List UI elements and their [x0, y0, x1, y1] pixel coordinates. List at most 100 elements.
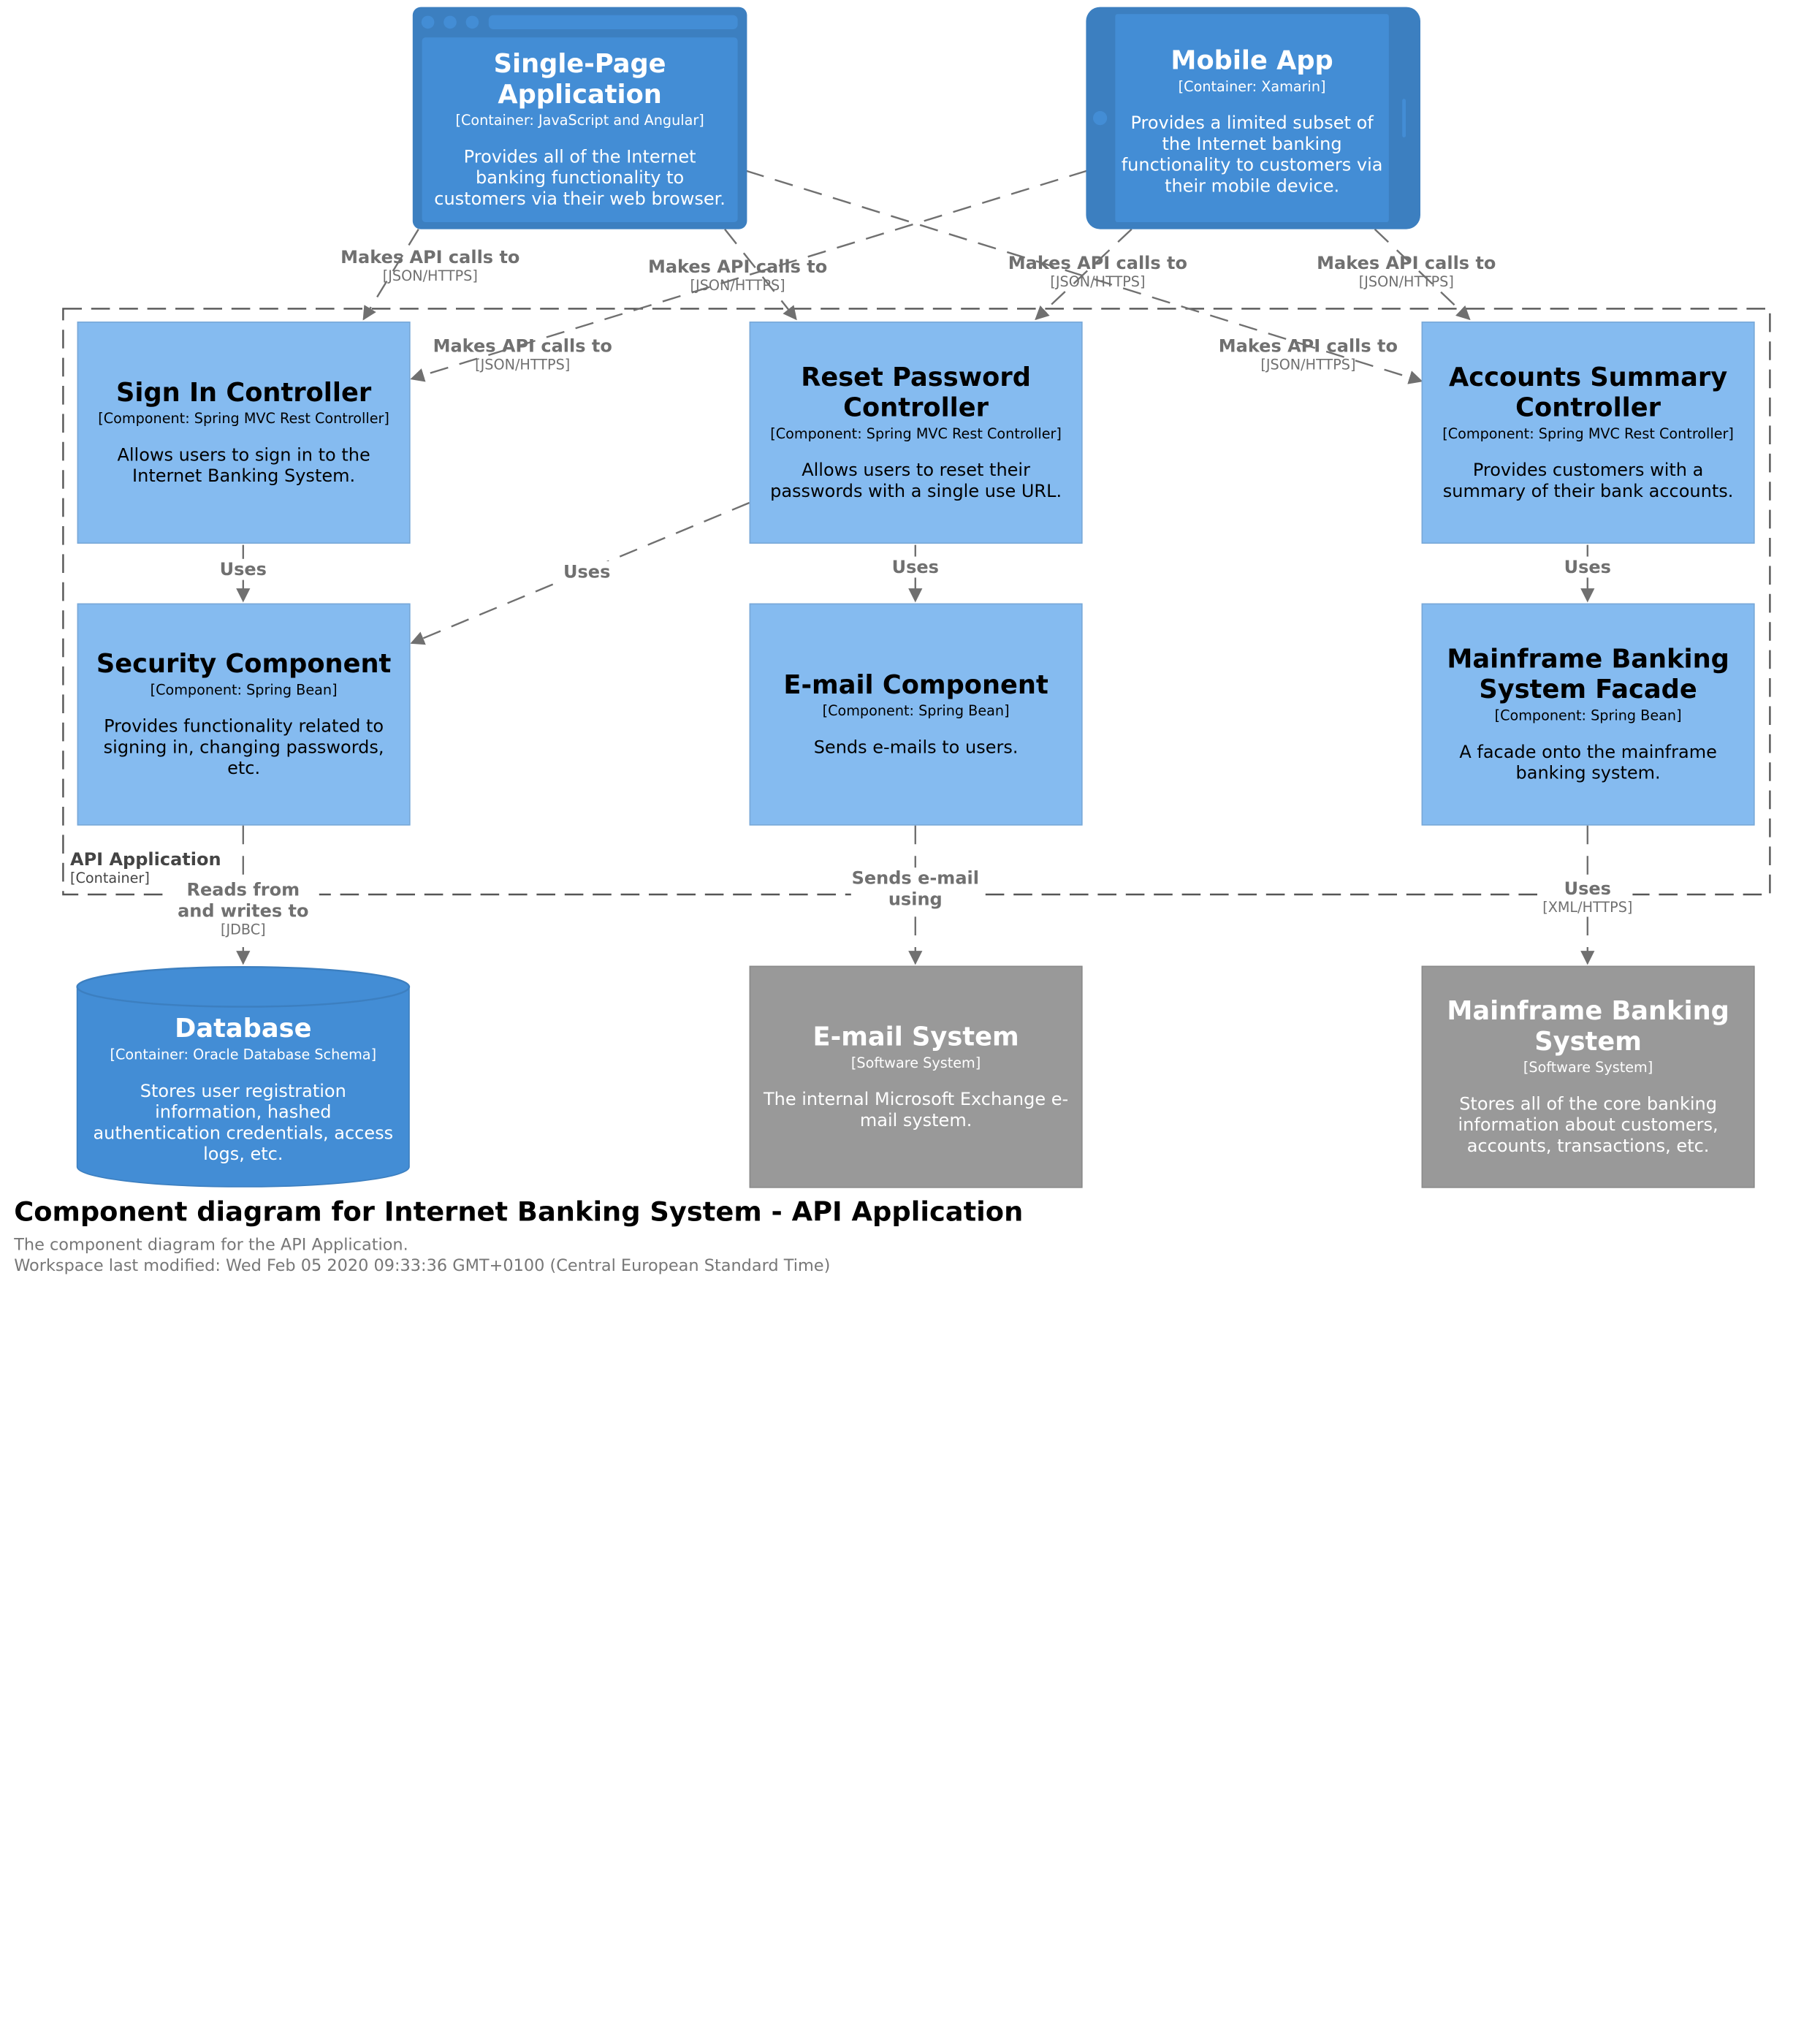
reset-password-controller-node[interactable]: Reset Password Controller [Component: Sp… [749, 322, 1083, 544]
relation-label-email-emailsystem: Sends e-mail using [850, 867, 980, 910]
node-title: Reset Password Controller [801, 363, 1031, 424]
relation-line-spa-reset [724, 228, 797, 321]
node-title: Single-Page Application [493, 50, 666, 110]
spa-container-node[interactable]: Single-Page Application [Container: Java… [422, 37, 738, 222]
relation-text: Uses [1564, 556, 1611, 578]
node-description: Allows users to sign in to the Internet … [117, 444, 370, 487]
node-description: Stores user registration information, ha… [93, 1080, 394, 1165]
relation-tech: [JSON/HTTPS] [475, 357, 571, 373]
node-description: Provides a limited subset of the Interne… [1121, 112, 1383, 197]
mobile-device-screen [1115, 14, 1389, 222]
node-type: [Component: Spring Bean] [822, 702, 1010, 719]
database-cylinder-top [76, 966, 411, 1008]
relation-tech: [JSON/HTTPS] [382, 267, 478, 284]
relation-line-mobile-signin [410, 170, 1088, 382]
relation-text: Uses [891, 556, 939, 578]
node-description: A facade onto the mainframe banking syst… [1459, 741, 1717, 783]
diagram-description: The component diagram for the API Applic… [14, 1236, 408, 1255]
node-title: Mainframe Banking System [1447, 997, 1729, 1057]
mobile-app-container-node[interactable]: Mobile App [Container: Xamarin] Provides… [1115, 14, 1388, 222]
relation-tech: [JSON/HTTPS] [1358, 273, 1454, 290]
node-description: Provides all of the Internet banking fun… [434, 146, 726, 210]
spa-window-dot-2 [444, 15, 457, 29]
node-description: Sends e-mails to users. [813, 737, 1019, 758]
relation-label-facade-mainframe: Uses [XML/HTTPS] [1542, 878, 1633, 917]
node-title: Mobile App [1170, 47, 1333, 76]
relation-text: Makes API calls to [1008, 252, 1188, 274]
database-cylinder-body [76, 986, 410, 1188]
node-type: [Software System] [850, 1055, 981, 1071]
relation-text: Uses [1564, 878, 1611, 900]
diagram-connectors [62, 7, 1771, 1188]
node-description: Provides customers with a summary of the… [1442, 459, 1734, 502]
workspace-modified: Workspace last modified: Wed Feb 05 2020… [14, 1257, 831, 1276]
relation-tech: [JSON/HTTPS] [1260, 357, 1356, 373]
node-description: Allows users to reset their passwords wi… [770, 459, 1062, 502]
node-title: Sign In Controller [116, 379, 372, 409]
node-title: Database [175, 1014, 312, 1044]
relation-label-signin-security: Uses [219, 558, 267, 580]
relation-line-mobile-reset [1035, 228, 1132, 321]
accounts-summary-controller-node[interactable]: Accounts Summary Controller [Component: … [1421, 322, 1755, 544]
node-title: Mainframe Banking System Facade [1447, 645, 1729, 705]
relation-text: Makes API calls to [433, 335, 612, 357]
node-type: [Software System] [1523, 1059, 1653, 1076]
mobile-home-button [1093, 111, 1108, 126]
relation-label-reset-email: Uses [891, 556, 939, 578]
node-description: Provides functionality related to signin… [103, 715, 384, 779]
node-title: Accounts Summary Controller [1449, 363, 1728, 424]
relation-text: Uses [563, 561, 611, 582]
diagram-title: Component diagram for Internet Banking S… [14, 1197, 1024, 1228]
email-component-node[interactable]: E-mail Component [Component: Spring Bean… [749, 603, 1083, 826]
mainframe-system-node[interactable]: Mainframe Banking System [Software Syste… [1421, 965, 1755, 1188]
node-title: E-mail Component [783, 671, 1048, 701]
node-description: The internal Microsoft Exchange e-mail s… [764, 1088, 1069, 1131]
relation-label-spa-accounts: Makes API calls to [JSON/HTTPS] [1219, 335, 1398, 374]
spa-browser-content [422, 37, 738, 223]
email-system-node[interactable]: E-mail System [Software System] The inte… [749, 965, 1083, 1188]
node-title: E-mail System [812, 1023, 1019, 1052]
spa-window-dot-1 [421, 15, 435, 29]
node-description: Stores all of the core banking informati… [1458, 1093, 1718, 1157]
relation-tech: [XML/HTTPS] [1542, 899, 1633, 916]
relation-line-mobile-accounts [1374, 228, 1471, 321]
node-type: [Component: Spring Bean] [150, 681, 338, 699]
node-type: [Component: Spring MVC Rest Controller] [98, 410, 389, 427]
relation-line-spa-signin [362, 228, 419, 321]
relation-text: Sends e-mail using [851, 867, 979, 910]
relation-label-spa-reset: Makes API calls to [JSON/HTTPS] [648, 256, 827, 295]
relation-text: Makes API calls to [1317, 252, 1496, 274]
node-type: [Component: Spring Bean] [1494, 707, 1682, 724]
boundary-name: API Application [70, 848, 221, 870]
node-type: [Container: Xamarin] [1178, 78, 1326, 95]
relation-tech: [JSON/HTTPS] [690, 277, 785, 294]
database-node[interactable]: Database [Container: Oracle Database Sch… [77, 1008, 409, 1171]
relation-text: Reads from and writes to [178, 879, 309, 922]
relation-label-reset-security: Uses [563, 561, 611, 582]
relation-text: Uses [219, 558, 267, 580]
node-type: [Container: JavaScript and Angular] [455, 112, 704, 129]
relation-text: Makes API calls to [340, 246, 520, 268]
sign-in-controller-node[interactable]: Sign In Controller [Component: Spring MV… [77, 322, 411, 544]
spa-window-dot-3 [465, 15, 479, 29]
node-title: Security Component [96, 650, 392, 680]
relation-label-mobile-accounts: Makes API calls to [JSON/HTTPS] [1317, 253, 1496, 292]
node-type: [Component: Spring MVC Rest Controller] [770, 425, 1062, 442]
relation-line-spa-accounts [745, 170, 1423, 384]
mainframe-facade-node[interactable]: Mainframe Banking System Facade [Compone… [1421, 603, 1755, 826]
relation-label-spa-signin: Makes API calls to [JSON/HTTPS] [340, 247, 519, 286]
relation-label-mobile-signin: Makes API calls to [JSON/HTTPS] [433, 335, 612, 374]
boundary-type: [Container] [70, 870, 150, 886]
security-component-node[interactable]: Security Component [Component: Spring Be… [77, 603, 411, 826]
relation-text: Makes API calls to [1218, 335, 1398, 357]
relation-label-accounts-facade: Uses [1564, 556, 1611, 578]
relation-tech: [JDBC] [220, 921, 266, 938]
node-type: [Container: Oracle Database Schema] [110, 1046, 377, 1063]
spa-address-bar [488, 15, 738, 29]
relation-text: Makes API calls to [647, 256, 828, 278]
relation-label-security-database: Reads from and writes to [JDBC] [167, 879, 319, 939]
relation-label-mobile-reset: Makes API calls to [JSON/HTTPS] [1008, 253, 1187, 292]
relation-tech: [JSON/HTTPS] [1050, 273, 1146, 290]
node-type: [Component: Spring MVC Rest Controller] [1442, 425, 1734, 442]
